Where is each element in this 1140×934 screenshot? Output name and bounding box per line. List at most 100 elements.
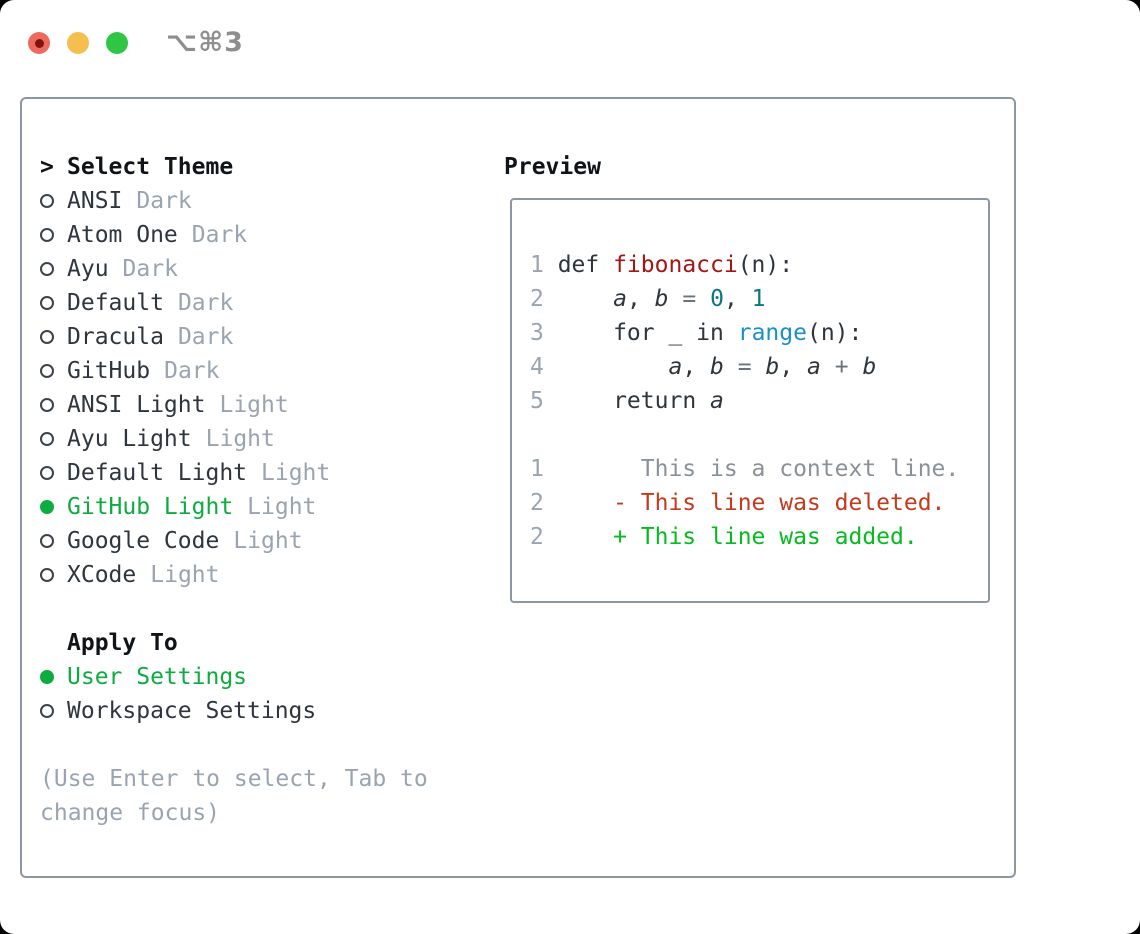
theme-option-github-dark[interactable]: GitHub Dark (40, 354, 504, 388)
diff-added-line: 2 + This line was added. (530, 520, 970, 554)
radio-icon (40, 330, 54, 344)
radio-icon (40, 296, 54, 310)
radio-icon (40, 568, 54, 582)
apply-option-label: Workspace Settings (67, 698, 317, 724)
line-number: 4 (530, 354, 544, 380)
code-line-1: 1 def fibonacci(n): (530, 248, 970, 282)
theme-name: ANSI Light (67, 392, 206, 418)
code-text: a, b = 0, 1 (613, 286, 766, 312)
preview-header-row: Preview (504, 150, 996, 184)
diff-context-line: 1 This is a context line. (530, 452, 970, 486)
preview-title: Preview (504, 154, 601, 180)
line-number: 2 (530, 524, 544, 550)
theme-option-ayu-light[interactable]: Ayu Light Light (40, 422, 504, 456)
apply-to-title: Apply To (67, 630, 178, 656)
theme-name: GitHub Light (67, 494, 234, 520)
titlebar: ⌥⌘3 (28, 26, 244, 60)
theme-variant: Dark (177, 290, 234, 316)
close-button[interactable] (28, 32, 50, 54)
apply-option-label: User Settings (67, 664, 248, 690)
code-text: def fibonacci(n): (557, 252, 794, 278)
hint-line-1: (Use Enter to select, Tab to (40, 766, 428, 792)
apply-option-workspace-settings[interactable]: Workspace Settings (40, 694, 504, 728)
minimize-button[interactable] (67, 32, 89, 54)
radio-icon (40, 466, 54, 480)
theme-variant: Dark (136, 188, 192, 214)
theme-name: Default Light (67, 460, 248, 486)
radio-icon (40, 534, 54, 548)
theme-name: Ayu (67, 256, 109, 282)
theme-option-ansi-light[interactable]: ANSI Light Light (40, 388, 504, 422)
theme-variant: Light (150, 562, 220, 588)
theme-name: XCode (67, 562, 137, 588)
code-line-3: 3 for _ in range(n): (530, 316, 970, 350)
theme-variant: Light (219, 392, 289, 418)
radio-icon (40, 432, 54, 446)
hint-line-2: change focus) (40, 800, 221, 826)
diff-text: This is a context line. (557, 456, 960, 482)
theme-option-xcode[interactable]: XCode Light (40, 558, 504, 592)
theme-option-ayu-dark[interactable]: Ayu Dark (40, 252, 504, 286)
code-line-4: 4 a, b = b, a + b (530, 350, 970, 384)
theme-option-atom-one-dark[interactable]: Atom One Dark (40, 218, 504, 252)
theme-variant: Light (247, 494, 317, 520)
theme-variant: Dark (177, 324, 234, 350)
radio-icon (40, 398, 54, 412)
radio-selected-icon (40, 500, 54, 514)
code-text: for _ in range(n): (613, 320, 863, 346)
theme-name: ANSI (67, 188, 123, 214)
radio-icon (40, 194, 54, 208)
diff-text: + This line was added. (557, 524, 918, 550)
line-number: 3 (530, 320, 544, 346)
code-text: return a (613, 388, 724, 414)
theme-option-default-light[interactable]: Default Light Light (40, 456, 504, 490)
line-number: 1 (530, 252, 544, 278)
theme-variant: Dark (122, 256, 178, 282)
preview-box: 1 def fibonacci(n): 2 a, b = 0, 1 3 for _… (510, 198, 990, 603)
diff-deleted-line: 2 - This line was deleted. (530, 486, 970, 520)
theme-name: Dracula (67, 324, 164, 350)
theme-option-default-dark[interactable]: Default Dark (40, 286, 504, 320)
code-text: a, b = b, a + b (668, 354, 877, 380)
radio-selected-icon (40, 670, 54, 684)
line-number: 5 (530, 388, 544, 414)
window-shortcut-label: ⌥⌘3 (166, 27, 244, 58)
theme-variant: Dark (191, 222, 248, 248)
theme-name: GitHub (67, 358, 151, 384)
zoom-button[interactable] (106, 32, 128, 54)
diff-text: - This line was deleted. (557, 490, 946, 516)
code-line-2: 2 a, b = 0, 1 (530, 282, 970, 316)
apply-to-header-row: Apply To (40, 626, 504, 660)
traffic-lights (28, 32, 128, 54)
theme-name: Ayu Light (67, 426, 192, 452)
line-number: 1 (530, 456, 544, 482)
theme-variant: Light (233, 528, 303, 554)
apply-option-user-settings[interactable]: User Settings (40, 660, 504, 694)
theme-option-ansi-dark[interactable]: ANSI Dark (40, 184, 504, 218)
theme-name: Google Code (67, 528, 220, 554)
keyboard-hint: (Use Enter to select, Tab to change focu… (40, 762, 504, 830)
theme-list-section: > Select Theme ANSI Dark Atom One Dark Ay… (40, 150, 504, 876)
diff-separator (530, 418, 970, 452)
theme-dialog-panel: > Select Theme ANSI Dark Atom One Dark Ay… (20, 97, 1016, 878)
theme-variant: Dark (164, 358, 220, 384)
radio-icon (40, 262, 54, 276)
theme-variant: Light (261, 460, 331, 486)
theme-option-github-light[interactable]: GitHub Light Light (40, 490, 504, 524)
theme-name: Default (67, 290, 164, 316)
close-dot-icon (34, 38, 44, 48)
radio-icon (40, 228, 54, 242)
focus-caret-icon: > (40, 154, 54, 180)
line-number: 2 (530, 490, 544, 516)
radio-icon (40, 704, 54, 718)
theme-variant: Light (205, 426, 275, 452)
theme-option-google-code[interactable]: Google Code Light (40, 524, 504, 558)
radio-icon (40, 364, 54, 378)
line-number: 2 (530, 286, 544, 312)
theme-list-title: Select Theme (67, 154, 234, 180)
code-line-5: 5 return a (530, 384, 970, 418)
theme-name: Atom One (67, 222, 178, 248)
preview-section: Preview 1 def fibonacci(n): 2 a, b = 0, 1… (504, 150, 996, 876)
theme-option-dracula-dark[interactable]: Dracula Dark (40, 320, 504, 354)
